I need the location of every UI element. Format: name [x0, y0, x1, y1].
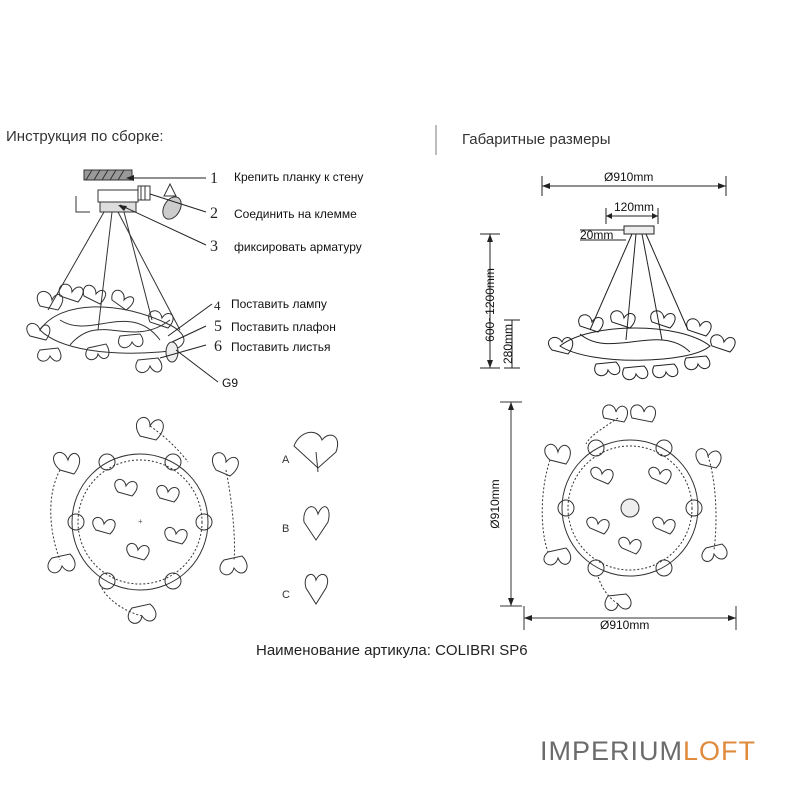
step-6-number: 6: [214, 338, 222, 355]
leaf-a-icon: [293, 431, 338, 469]
step-4-number: 4: [214, 298, 221, 313]
brand-logo: IMPERIUMLOFT: [540, 736, 756, 767]
step-1-text: Крепить планку к стену: [234, 170, 364, 184]
brand-logo-part1: IMPERIUM: [540, 736, 683, 766]
leaf-b-icon: [303, 506, 330, 541]
brand-logo-part2: LOFT: [683, 736, 757, 766]
dimensions-heading: Габаритные размеры: [462, 131, 611, 148]
step-3-number: 3: [210, 238, 218, 255]
part-c-label: C: [282, 589, 290, 601]
step-5-number: 5: [214, 318, 222, 335]
step-2-text: Соединить на клемме: [234, 207, 357, 221]
canopy-width-dimension: 120mm: [614, 200, 655, 214]
top-width-dimension: Ø910mm: [604, 170, 654, 184]
plan-width-dimension: Ø910mm: [600, 618, 650, 632]
step-4-text: Поставить лампу: [231, 297, 327, 311]
step-6-text: Поставить листья: [231, 340, 331, 354]
part-a-label: A: [282, 454, 290, 466]
leaf-c-icon: [304, 573, 329, 605]
step-3-text: фиксировать арматуру: [234, 240, 362, 254]
step-2-number: 2: [210, 205, 218, 222]
step-5-text: Поставить плафон: [231, 320, 336, 334]
step-1-number: 1: [210, 170, 218, 187]
bulb-type-label: G9: [222, 376, 239, 390]
part-b-label: B: [282, 523, 290, 535]
svg-text:+: +: [138, 517, 143, 526]
assembly-heading: Инструкция по сборке:: [6, 128, 164, 145]
plan-height-dimension: Ø910mm: [488, 479, 502, 529]
canopy-height-dimension: 20mm: [580, 228, 614, 242]
article-name: Наименование артикула: COLIBRI SP6: [256, 642, 528, 659]
